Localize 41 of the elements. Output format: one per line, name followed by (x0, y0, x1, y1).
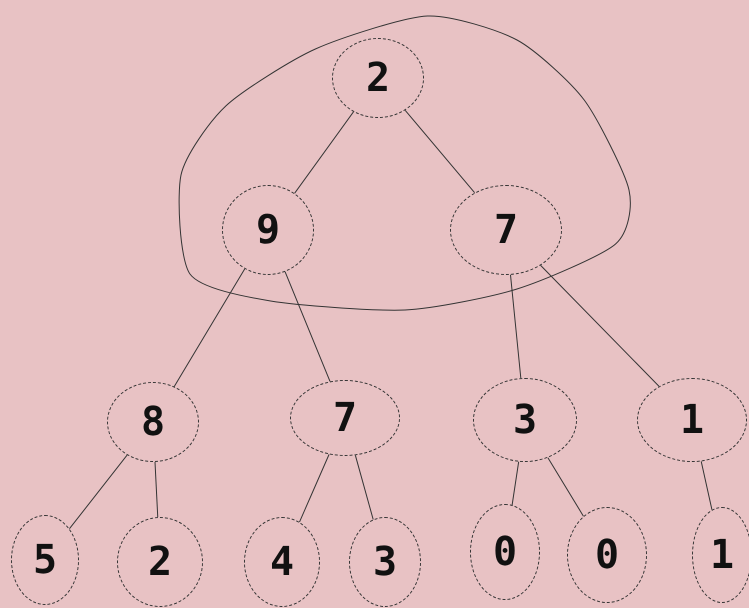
node-ellipse (567, 507, 647, 603)
node-ellipse (222, 185, 314, 275)
connector-line (174, 268, 246, 388)
node-value: 4 (270, 542, 294, 582)
connector-line (404, 110, 476, 194)
node-value: 0 (594, 535, 620, 575)
node-value: 1 (680, 400, 704, 440)
node-ellipse (470, 504, 540, 600)
node-value: 3 (372, 542, 398, 582)
connector-line (540, 264, 660, 387)
connector-line (354, 454, 374, 520)
connector-line (547, 457, 584, 517)
node-ellipse (117, 517, 203, 607)
node-ellipse (244, 517, 320, 607)
node-value: 1 (710, 535, 734, 575)
connector-line (154, 461, 158, 518)
connector-line (510, 274, 522, 379)
node-value: 5 (32, 540, 58, 580)
connector-line (512, 461, 520, 506)
node-ellipse (473, 378, 577, 462)
connector-line (294, 111, 354, 194)
node-ellipse (11, 515, 79, 605)
connector-line (284, 271, 331, 382)
node-value: 2 (148, 542, 172, 582)
connector-line (700, 460, 712, 510)
node-ellipse (692, 507, 749, 603)
node-value: 9 (256, 210, 280, 250)
node-ellipse (332, 38, 424, 118)
node-ellipse (450, 185, 562, 275)
node-ellipse (107, 382, 199, 462)
node-value: 7 (494, 210, 518, 250)
node-ellipse (637, 378, 747, 462)
node-ellipse (349, 517, 421, 607)
node-value: 0 (492, 532, 518, 572)
connector-line (298, 454, 330, 523)
connector-line (68, 454, 128, 530)
node-value: 7 (332, 398, 358, 438)
node-value: 2 (366, 58, 390, 98)
node-value: 8 (140, 402, 166, 442)
node-value: 3 (512, 400, 538, 440)
node-ellipse (290, 380, 400, 456)
